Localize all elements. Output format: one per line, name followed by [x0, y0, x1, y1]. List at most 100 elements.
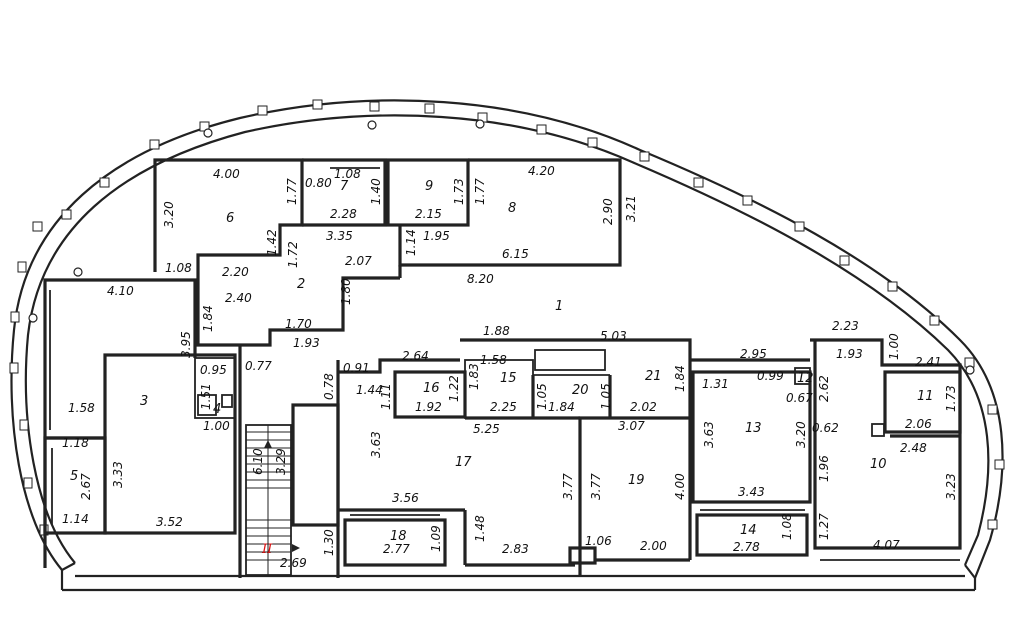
dim-label: 1.58	[68, 401, 95, 415]
room-label-7: 7	[340, 179, 349, 194]
dimension-labels: 4.00 3.20 1.77 1.08 2.20 1.42 0.80 1.08 …	[62, 164, 958, 570]
dim-label: 4.10	[107, 284, 134, 298]
dim-label: 1.80	[339, 278, 353, 305]
dim-label: 1.08	[165, 261, 192, 275]
dim-label: 1.48	[473, 515, 487, 542]
dim-label: 2.15	[415, 207, 442, 221]
dim-label: 2.48	[900, 441, 927, 455]
dim-label: 6.10	[251, 448, 265, 475]
room-labels: 1 2 3 4 5 6 7 8 9 10 11 12 13 14 15 16 1…	[70, 179, 934, 557]
dim-label: 2.02	[630, 400, 657, 414]
dim-label: 4.07	[873, 538, 900, 552]
dim-label: 1.30	[322, 529, 336, 556]
dim-label: 2.00	[640, 539, 667, 553]
dim-label: 0.62	[812, 421, 839, 435]
dim-label: 3.33	[111, 461, 125, 488]
room-label-17: 17	[455, 455, 472, 470]
dim-label: 0.95	[200, 363, 227, 377]
section-mark: II	[261, 542, 273, 557]
dim-label: 1.42	[265, 229, 279, 256]
facade-windows	[9, 99, 1005, 536]
dim-label: 1.84	[673, 365, 687, 392]
dim-label: 3.20	[794, 421, 808, 448]
dim-label: 0.99	[757, 369, 784, 383]
dim-label: 1.22	[447, 375, 461, 402]
dim-label: 3.23	[944, 473, 958, 500]
room-label-8: 8	[508, 201, 516, 216]
room-label-18: 18	[390, 529, 407, 544]
dim-label: 1.44	[356, 383, 383, 397]
dim-label: 1.00	[887, 333, 901, 360]
dim-label: 1.84	[548, 400, 575, 414]
dim-label: 3.77	[589, 473, 603, 500]
dim-label: 1.95	[423, 229, 450, 243]
dim-label: 0.67	[786, 391, 813, 405]
room-label-16: 16	[423, 381, 440, 396]
dim-label: 3.07	[618, 419, 645, 433]
dim-label: 8.20	[467, 272, 494, 286]
room-label-15: 15	[500, 371, 517, 386]
room-label-21: 21	[645, 369, 662, 384]
room-label-9: 9	[425, 179, 433, 194]
dim-label: 1.92	[415, 400, 442, 414]
dim-label: 2.77	[383, 542, 410, 556]
outer-facade	[10, 99, 1004, 592]
dim-label: 0.77	[245, 359, 272, 373]
dim-label: 2.23	[832, 319, 859, 333]
dim-label: 1.73	[944, 385, 958, 412]
dim-label: 0.91	[343, 361, 370, 375]
room-label-19: 19	[628, 473, 645, 488]
dim-label: 1.18	[62, 436, 89, 450]
dim-label: 2.95	[740, 347, 767, 361]
dim-label: 3.56	[392, 491, 419, 505]
room-label-13: 13	[745, 421, 762, 436]
dim-label: 1.84	[201, 305, 215, 332]
dim-label: 3.52	[156, 515, 183, 529]
dim-label: 1.93	[836, 347, 863, 361]
dim-label: 3.20	[162, 201, 176, 228]
dim-label: 3.77	[561, 473, 575, 500]
dim-label: 3.95	[179, 331, 193, 358]
dim-label: 1.14	[404, 229, 418, 256]
dim-label: 1.51	[199, 383, 213, 410]
dim-label: 1.08	[334, 167, 361, 181]
room-label-5: 5	[70, 469, 78, 484]
dim-label: 2.69	[280, 556, 307, 570]
staircase	[245, 424, 300, 576]
dim-label: 1.09	[429, 525, 443, 552]
dim-label: 1.14	[62, 512, 89, 526]
dim-label: 2.83	[502, 542, 529, 556]
dim-label: 2.06	[905, 417, 932, 431]
dim-label: 1.06	[585, 534, 612, 548]
dim-label: 5.25	[473, 422, 500, 436]
room-label-11: 11	[917, 389, 934, 404]
dim-label: 3.29	[274, 448, 288, 475]
dim-label: 1.27	[817, 513, 831, 540]
dim-label: 3.63	[369, 431, 383, 458]
dim-label: 3.63	[702, 421, 716, 448]
dim-label: 1.08	[780, 513, 794, 540]
dim-label: 5.03	[600, 329, 627, 343]
room-label-12: 12	[797, 371, 814, 386]
dim-label: 2.67	[79, 473, 93, 500]
interior-walls	[43, 158, 962, 578]
dim-label: 1.00	[203, 419, 230, 433]
room-label-1: 1	[555, 299, 563, 314]
dim-label: 1.83	[467, 363, 481, 390]
dim-label: 1.58	[480, 353, 507, 367]
dim-label: 2.41	[915, 355, 942, 369]
dim-label: 0.78	[322, 373, 336, 400]
room-label-10: 10	[870, 457, 887, 472]
room-label-14: 14	[740, 523, 757, 538]
dim-label: 3.43	[738, 485, 765, 499]
dim-label: 1.40	[369, 178, 383, 205]
dim-label: 0.80	[305, 176, 332, 190]
dim-label: 2.64	[402, 349, 429, 363]
dim-label: 4.20	[528, 164, 555, 178]
dim-label: 2.40	[225, 291, 252, 305]
dim-label: 1.31	[702, 377, 729, 391]
dim-label: 1.88	[483, 324, 510, 338]
dim-label: 2.20	[222, 265, 249, 279]
dim-label: 1.77	[285, 178, 299, 205]
